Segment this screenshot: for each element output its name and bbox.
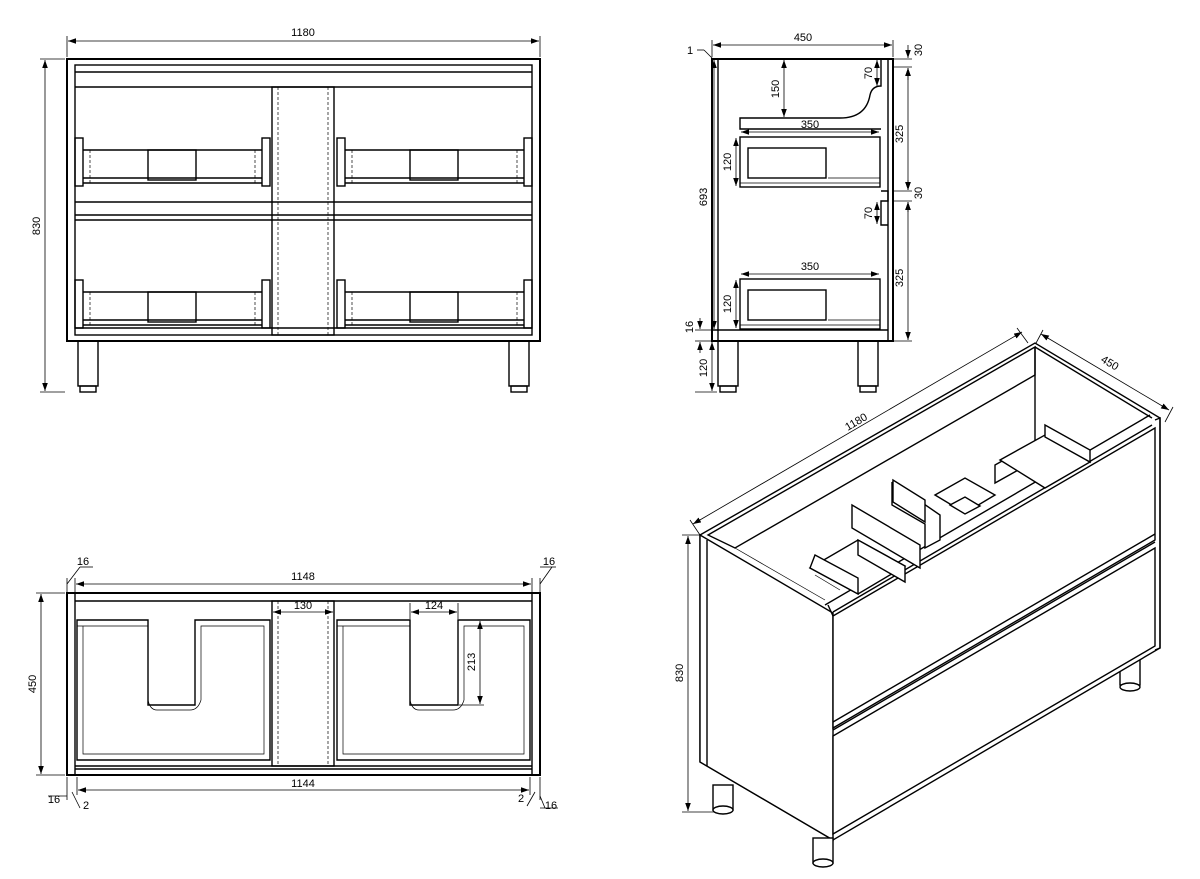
top-drawer-right — [336, 619, 531, 761]
side-top-gap-label: 30 — [913, 44, 925, 56]
top-divider-width-label: 130 — [294, 600, 312, 612]
iso-cabinet-body — [699, 342, 1161, 842]
top-bottom-right-gap-label: 2 — [518, 793, 524, 805]
side-depth-label: 450 — [794, 32, 812, 44]
side-mid-gap-label: 30 — [913, 187, 925, 199]
side-groove-label: 70 — [863, 67, 875, 79]
side-base-thickness-label: 16 — [684, 321, 696, 333]
side-drawer-front-bottom-label: 325 — [894, 269, 906, 287]
iso-drawer-top — [832, 426, 1156, 730]
front-view: 1180 830 — [31, 27, 541, 393]
front-drawer-bottom-left — [74, 279, 271, 329]
top-drawer-left — [76, 619, 271, 761]
front-drawer-bottom-right — [336, 279, 533, 329]
top-right-panel-label: 16 — [543, 556, 555, 568]
top-bottom-width-label: 1144 — [291, 778, 315, 790]
front-center-divider — [271, 86, 335, 336]
side-inner-height-label: 150 — [770, 80, 782, 98]
side-leg-back — [857, 340, 879, 393]
iso-leg-front-right — [812, 837, 834, 868]
front-leg-right — [508, 340, 530, 393]
iso-height-label: 830 — [674, 664, 686, 682]
front-cabinet-outline — [66, 58, 541, 342]
side-view: 450 1 150 — [684, 32, 925, 393]
side-carcass-outline — [711, 58, 894, 342]
top-view: 1148 16 16 130 — [27, 556, 558, 812]
iso-drawer-bottom — [832, 546, 1156, 836]
front-leg-left — [77, 340, 99, 393]
side-drawer-depth-top-label: 350 — [801, 119, 819, 131]
front-width-label: 1180 — [291, 27, 315, 39]
iso-view: 1180 450 830 — [674, 327, 1174, 868]
top-bottom-left-gap-label: 2 — [83, 800, 89, 812]
front-drawer-top-left — [74, 137, 271, 187]
side-edge-offset-label: 1 — [687, 45, 693, 57]
side-leg-front — [717, 340, 739, 393]
side-drawer-top — [739, 136, 881, 188]
side-drawer-height-top-label: 120 — [722, 153, 734, 171]
side-drawer-bottom — [739, 278, 881, 330]
side-carcass-height-label: 693 — [698, 188, 710, 206]
top-depth-label: 450 — [27, 675, 39, 693]
top-inner-width-label: 1148 — [291, 571, 315, 583]
top-bottom-left-panel-label: 16 — [48, 794, 60, 806]
side-drawer-height-bottom-label: 120 — [722, 295, 734, 313]
top-cabinet-outline — [66, 592, 541, 776]
side-groove-lower-label: 70 — [863, 207, 875, 219]
side-drawer-front-top-label: 325 — [894, 125, 906, 143]
front-height-label: 830 — [31, 217, 43, 235]
front-drawer-top-right — [336, 137, 533, 187]
top-left-panel-label: 16 — [77, 556, 89, 568]
side-drawer-depth-bottom-label: 350 — [801, 261, 819, 273]
iso-width-label: 1180 — [843, 411, 869, 433]
side-leg-height-label: 120 — [698, 359, 710, 377]
iso-leg-front-left — [712, 784, 734, 815]
top-cutout-width-label: 124 — [425, 600, 443, 612]
top-center-divider — [271, 600, 335, 767]
top-bottom-right-panel-label: 16 — [545, 800, 557, 812]
top-cutout-depth-label: 213 — [466, 653, 478, 671]
